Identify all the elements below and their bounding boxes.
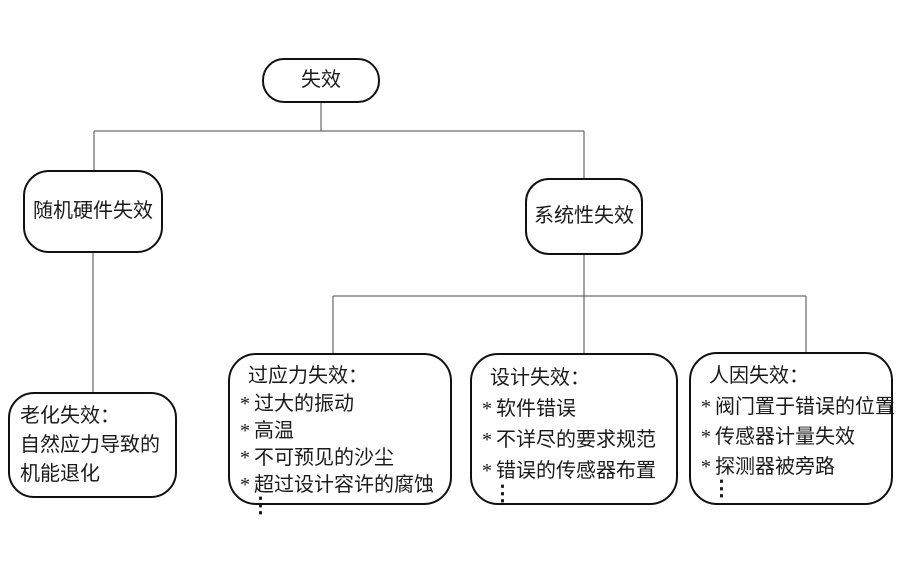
- item-text: 错误的传感器布置: [496, 460, 656, 482]
- node-failure-root-label: 失效: [301, 69, 341, 91]
- list-item: * 不详尽的要求规范: [480, 425, 668, 456]
- design-failure-title: 设计失效：: [490, 367, 590, 389]
- node-random-hardware-failure-label: 随机硬件失效: [33, 200, 153, 222]
- vertical-ellipsis: ⋮: [250, 493, 271, 517]
- asterisk-bullet: *: [482, 429, 492, 451]
- item-text: 超过设计容许的腐蚀: [254, 474, 434, 496]
- item-text: 过大的振动: [254, 393, 354, 415]
- list-item: * 软件错误: [480, 394, 668, 425]
- item-text: 软件错误: [496, 398, 576, 420]
- asterisk-bullet: *: [240, 474, 250, 496]
- list-item: * 错误的传感器布置: [480, 456, 668, 487]
- item-text: 高温: [254, 420, 294, 442]
- asterisk-bullet: *: [701, 396, 711, 418]
- list-item: * 超过设计容许的腐蚀: [238, 472, 442, 499]
- node-aging-failure: 老化失效： 自然应力导致的 机能退化: [8, 392, 177, 498]
- list-item: * 不可预见的沙尘: [238, 445, 442, 472]
- aging-failure-line-2: 机能退化: [20, 463, 100, 485]
- list-item: * 阀门置于错误的位置: [699, 392, 895, 422]
- node-human-factor-failure: 人因失效： * 阀门置于错误的位置 * 传感器计量失效 * 探测器被旁路 ⋮: [689, 352, 895, 505]
- asterisk-bullet: *: [701, 456, 711, 478]
- node-random-hardware-failure: 随机硬件失效: [23, 170, 163, 253]
- aging-failure-line-1: 自然应力导致的: [20, 434, 160, 456]
- vertical-ellipsis: ⋮: [711, 476, 732, 500]
- overstress-failure-title: 过应力失效：: [248, 365, 368, 387]
- asterisk-bullet: *: [240, 447, 250, 469]
- aging-failure-title: 老化失效：: [20, 405, 120, 427]
- list-item: * 高温: [238, 418, 442, 445]
- list-item: * 探测器被旁路: [699, 452, 883, 482]
- node-systematic-failure: 系统性失效: [525, 178, 643, 255]
- item-text: 阀门置于错误的位置: [715, 396, 895, 418]
- list-item: * 过大的振动: [238, 391, 442, 418]
- node-failure-root: 失效: [262, 58, 380, 103]
- item-text: 不可预见的沙尘: [254, 447, 394, 469]
- asterisk-bullet: *: [240, 393, 250, 415]
- item-text: 传感器计量失效: [715, 426, 855, 448]
- asterisk-bullet: *: [482, 460, 492, 482]
- item-text: 不详尽的要求规范: [496, 429, 656, 451]
- human-factor-failure-title: 人因失效：: [709, 365, 809, 387]
- vertical-ellipsis: ⋮: [492, 481, 513, 505]
- node-systematic-failure-label: 系统性失效: [534, 205, 634, 227]
- item-text: 探测器被旁路: [715, 456, 835, 478]
- list-item: * 传感器计量失效: [699, 422, 883, 452]
- node-design-failure: 设计失效： * 软件错误 * 不详尽的要求规范 * 错误的传感器布置 ⋮: [470, 353, 678, 505]
- asterisk-bullet: *: [240, 420, 250, 442]
- asterisk-bullet: *: [482, 398, 492, 420]
- node-overstress-failure: 过应力失效： * 过大的振动 * 高温 * 不可预见的沙尘 * 超过设计容许的腐…: [228, 353, 452, 516]
- asterisk-bullet: *: [701, 426, 711, 448]
